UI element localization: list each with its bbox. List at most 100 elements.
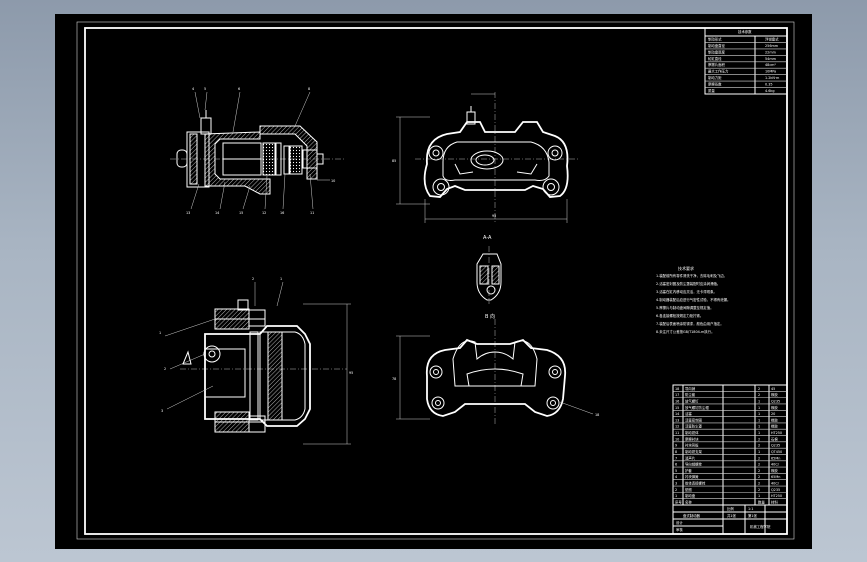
bom-row-material: 石棉 — [771, 436, 778, 441]
bom-row-name: 护套 — [685, 468, 692, 473]
title-block-sheet: 第1张 — [748, 513, 758, 518]
bom-row-material: Q235 — [771, 444, 780, 448]
dim-label-4: 95 — [349, 371, 353, 375]
bom-row-qty: 2 — [758, 475, 760, 479]
bom-row-material: HT250 — [771, 431, 782, 435]
bom-row-qty: 1 — [758, 431, 760, 435]
bom-row-no: 2 — [675, 488, 677, 492]
bom-row-material: 65Mn — [771, 456, 780, 460]
bom-row-name: 防尘套 — [685, 392, 696, 397]
spec-row-value: 1.2kN·m — [765, 76, 780, 80]
title-block: 盘式制动器 比例 1:1 共1张 第1张 设计 审核 机械工程学院 — [672, 504, 788, 535]
top-section-view — [170, 91, 345, 210]
spec-row-label: 制动盘直径 — [708, 43, 726, 48]
bom-row-material: HT250 — [771, 494, 782, 498]
notes-line: 5.摩擦片与制动盘间隙调整至规定值。 — [656, 305, 713, 310]
bom-row-qty: 1 — [758, 450, 760, 454]
bom-row-name: 制动钳体 — [685, 430, 699, 435]
leader-label: 3 — [161, 409, 163, 413]
leader-label: 5 — [204, 87, 206, 91]
notes-line: 3.活塞在缸内移动应灵活，无卡滞现象。 — [656, 289, 717, 294]
notes-line: 2.活塞密封圈及防尘罩装配时应涂润滑脂。 — [656, 281, 720, 286]
section-a-a-label: A-A — [483, 235, 492, 241]
spec-row-label: 最大工作压力 — [708, 69, 729, 74]
leader-label: 4 — [192, 87, 194, 91]
bom-row-material: 45 — [771, 387, 775, 391]
bom-row-no: 4 — [675, 475, 677, 479]
dim-label-3: 78 — [392, 377, 396, 381]
title-block-scale: 1:1 — [748, 507, 753, 511]
title-block-designer: 设计 — [676, 520, 683, 525]
outer-border — [76, 21, 795, 540]
notes-line: 6.各连接螺栓按规定力矩拧紧。 — [656, 313, 703, 318]
bom-row-name: 衬块背板 — [685, 443, 699, 448]
spec-row-value: 54mm — [765, 57, 777, 61]
bottom-left-side-view — [164, 281, 351, 445]
notes-line: 4.制动器装配后应进行气密性试验，不得有泄漏。 — [656, 297, 730, 302]
bom-row-qty: 2 — [758, 463, 760, 467]
title-block-sheet-label: 共1张 — [727, 513, 737, 518]
bom-row-qty: 1 — [758, 494, 760, 498]
leader-label: 18 — [595, 413, 599, 417]
bom-row-material: 20 — [771, 412, 775, 416]
spec-row-value: 0.35 — [765, 83, 773, 87]
bom-row-name: 导向销螺栓 — [685, 462, 703, 467]
bottom-right-b-view — [396, 319, 594, 424]
bom-row-qty: 2 — [758, 393, 760, 397]
leader-label: 8 — [308, 87, 310, 91]
inner-border — [84, 27, 788, 535]
leader-label: 2 — [164, 367, 166, 371]
spec-row-value: 浮钳盘式 — [765, 36, 779, 41]
bom-row-no: 17 — [675, 393, 679, 397]
spec-row-label: 轮缸直径 — [708, 56, 722, 61]
bom-row-material: Q235 — [771, 488, 780, 492]
bom-row-no: 3 — [675, 482, 677, 486]
bom-row-material: 40Cr — [771, 482, 780, 486]
bom-row-name: 消声片 — [685, 455, 696, 460]
bom-row-qty: 1 — [758, 418, 760, 422]
spec-row-label: 质量 — [708, 88, 715, 93]
leader-label: 16 — [280, 211, 284, 215]
leader-label: 2 — [252, 277, 254, 281]
bom-row-no: 13 — [675, 418, 679, 422]
bom-row-name: 活塞防尘罩 — [685, 424, 703, 429]
part-view-leader-labels: 18 — [595, 413, 599, 417]
bom-header-material: 材料 — [771, 500, 778, 505]
spec-row-label: 制动盘厚度 — [708, 49, 726, 54]
spec-row-value: 4.6kg — [765, 89, 775, 93]
b-view-label: B 向 — [485, 313, 495, 320]
leader-label: 11 — [310, 211, 314, 215]
bom-row-material: 橡胶 — [771, 468, 778, 473]
spec-row-label: 制动力矩 — [708, 75, 722, 80]
leader-label: 1 — [159, 331, 161, 335]
dim-label-1: 85 — [392, 159, 396, 163]
bom-row-qty: 1 — [758, 406, 760, 410]
bom-row-material: 橡胶 — [771, 405, 778, 410]
leader-label: 13 — [186, 211, 190, 215]
bom-row-name: 摩擦衬块 — [685, 436, 699, 441]
leader-label: 14 — [215, 211, 219, 215]
bom-row-qty: 1 — [758, 412, 760, 416]
bom-row-no: 1 — [675, 494, 677, 498]
title-block-name: 盘式制动器 — [683, 513, 701, 518]
bom-row-name: 放气螺钉防尘帽 — [685, 405, 709, 410]
bom-row-no: 8 — [675, 450, 677, 454]
dim-label-2: 95 — [492, 214, 496, 218]
bom-row-no: 5 — [675, 469, 677, 473]
bom-row-no: 10 — [675, 437, 679, 441]
bom-row-qty: 2 — [758, 444, 760, 448]
top-right-caliper-view — [396, 92, 580, 224]
title-block-scale-label: 比例 — [727, 506, 734, 511]
bom-row-qty: 2 — [758, 469, 760, 473]
title-block-school: 机械工程学院 — [750, 524, 771, 529]
bom-row-material: 橡胶 — [771, 392, 778, 397]
bom-row-no: 11 — [675, 431, 679, 435]
bom-row-no: 12 — [675, 425, 679, 429]
bom-row-qty: 2 — [758, 387, 760, 391]
bom-row-material: 橡胶 — [771, 424, 778, 429]
